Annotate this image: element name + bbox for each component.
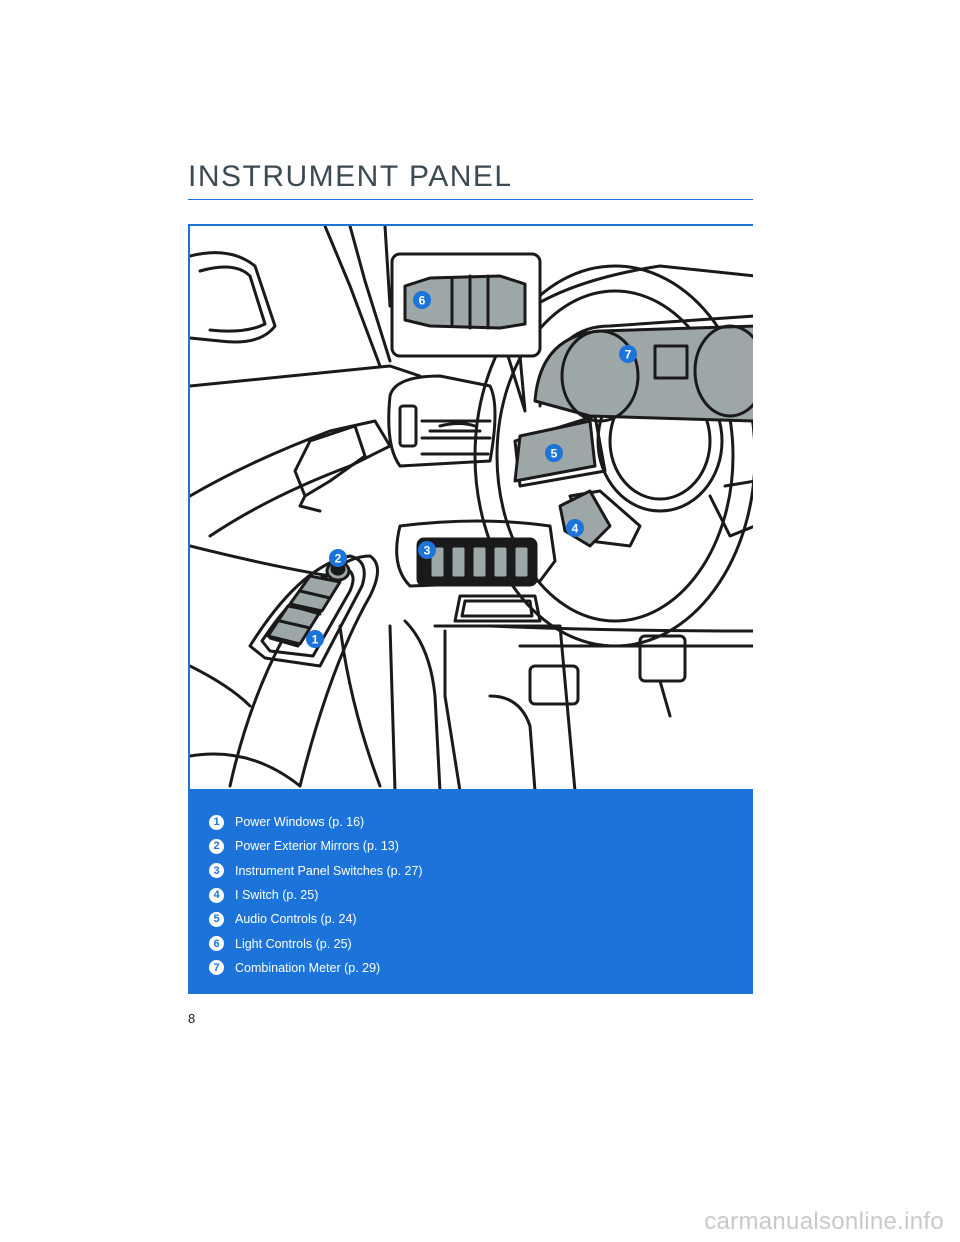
watermark[interactable]: carmanualsonline.info xyxy=(704,1208,944,1235)
legend-number-badge: 1 xyxy=(209,814,224,830)
legend-label: Instrument Panel Switches (p. 27) xyxy=(235,863,423,878)
legend-item-audio-controls: 5 Audio Controls (p. 24) xyxy=(209,907,753,931)
legend-number-badge: 6 xyxy=(209,936,224,952)
svg-text:2: 2 xyxy=(335,552,342,566)
page-number: 8 xyxy=(188,1011,196,1026)
legend-number-badge: 5 xyxy=(209,911,224,927)
legend-number-badge: 2 xyxy=(209,838,224,854)
title-divider xyxy=(188,199,753,200)
callout-marker-3: 3 xyxy=(418,541,436,559)
callout-legend: 1 Power Windows (p. 16) 2 Power Exterior… xyxy=(188,789,753,994)
callout-marker-5: 5 xyxy=(545,444,563,462)
legend-label: Power Exterior Mirrors (p. 13) xyxy=(235,839,399,854)
legend-item-combination-meter: 7 Combination Meter (p. 29) xyxy=(209,956,753,980)
legend-label: Combination Meter (p. 29) xyxy=(235,960,381,975)
callout-marker-1: 1 xyxy=(306,630,324,648)
legend-label: Audio Controls (p. 24) xyxy=(235,912,357,927)
legend-number-badge: 7 xyxy=(209,960,224,976)
instrument-panel-illustration: 1 2 3 4 5 6 7 xyxy=(188,224,753,789)
svg-text:3: 3 xyxy=(424,544,431,558)
page-title: INSTRUMENT PANEL xyxy=(188,160,513,193)
callout-marker-6: 6 xyxy=(413,291,431,309)
svg-text:4: 4 xyxy=(572,522,579,536)
svg-text:7: 7 xyxy=(625,348,632,362)
legend-label: Power Windows (p. 16) xyxy=(235,815,365,830)
svg-text:5: 5 xyxy=(551,447,558,461)
legend-item-light-controls: 6 Light Controls (p. 25) xyxy=(209,931,753,955)
legend-item-power-exterior-mirrors: 2 Power Exterior Mirrors (p. 13) xyxy=(209,834,753,858)
callout-marker-7: 7 xyxy=(619,345,637,363)
legend-label: Light Controls (p. 25) xyxy=(235,936,352,951)
legend-item-power-windows: 1 Power Windows (p. 16) xyxy=(209,810,753,834)
callout-marker-2: 2 xyxy=(329,549,347,567)
callout-marker-4: 4 xyxy=(566,519,584,537)
legend-number-badge: 3 xyxy=(209,863,224,879)
legend-item-i-switch: 4 I Switch (p. 25) xyxy=(209,883,753,907)
svg-text:6: 6 xyxy=(419,294,426,308)
svg-text:1: 1 xyxy=(312,633,319,647)
legend-label: I Switch (p. 25) xyxy=(235,888,319,903)
legend-number-badge: 4 xyxy=(209,887,224,903)
legend-item-instrument-panel-switches: 3 Instrument Panel Switches (p. 27) xyxy=(209,859,753,883)
